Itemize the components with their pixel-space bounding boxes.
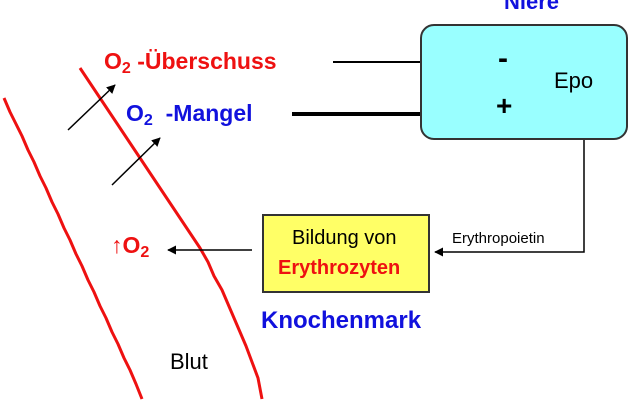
vessel-wall-right <box>78 67 264 400</box>
up-arrow-icon: ↑ <box>111 232 123 258</box>
erythropoietin-label: Erythropoietin <box>452 230 545 247</box>
diffusion-arrow-upper <box>67 84 116 131</box>
diffusion-arrow-lower <box>111 137 161 186</box>
o2-excess-subscript: 2 <box>121 59 131 78</box>
o2-excess-label: O2 -Überschuss <box>104 48 277 78</box>
o2-excess-symbol: O <box>104 48 122 74</box>
epo-connector <box>434 96 585 257</box>
bone-marrow-line2: Erythrozyten <box>278 257 401 279</box>
o2-lack-subscript: 2 <box>143 111 153 130</box>
blood-label: Blut <box>170 349 208 374</box>
o2-output-symbol: O <box>122 232 141 258</box>
kidney-box <box>420 24 628 140</box>
kidney-plus-sign: + <box>496 90 513 121</box>
kidney-title: Niere <box>504 0 560 14</box>
bone-marrow-label: Knochenmark <box>261 307 422 334</box>
bone-marrow-line1: Bildung von <box>292 227 397 249</box>
o2-lack-text: -Mangel <box>165 100 253 126</box>
o2-output-label: ↑O2 <box>111 232 150 262</box>
o2-lack-label: O2 -Mangel <box>126 100 253 130</box>
epo-label: Epo <box>554 68 594 93</box>
kidney-minus-sign: - <box>498 42 508 75</box>
vessel-wall-left <box>2 97 144 400</box>
bone-marrow-box <box>262 214 430 293</box>
o2-lack-symbol: O <box>126 100 144 126</box>
o2-output-subscript: 2 <box>140 243 150 262</box>
o2-excess-text: -Überschuss <box>137 48 277 74</box>
